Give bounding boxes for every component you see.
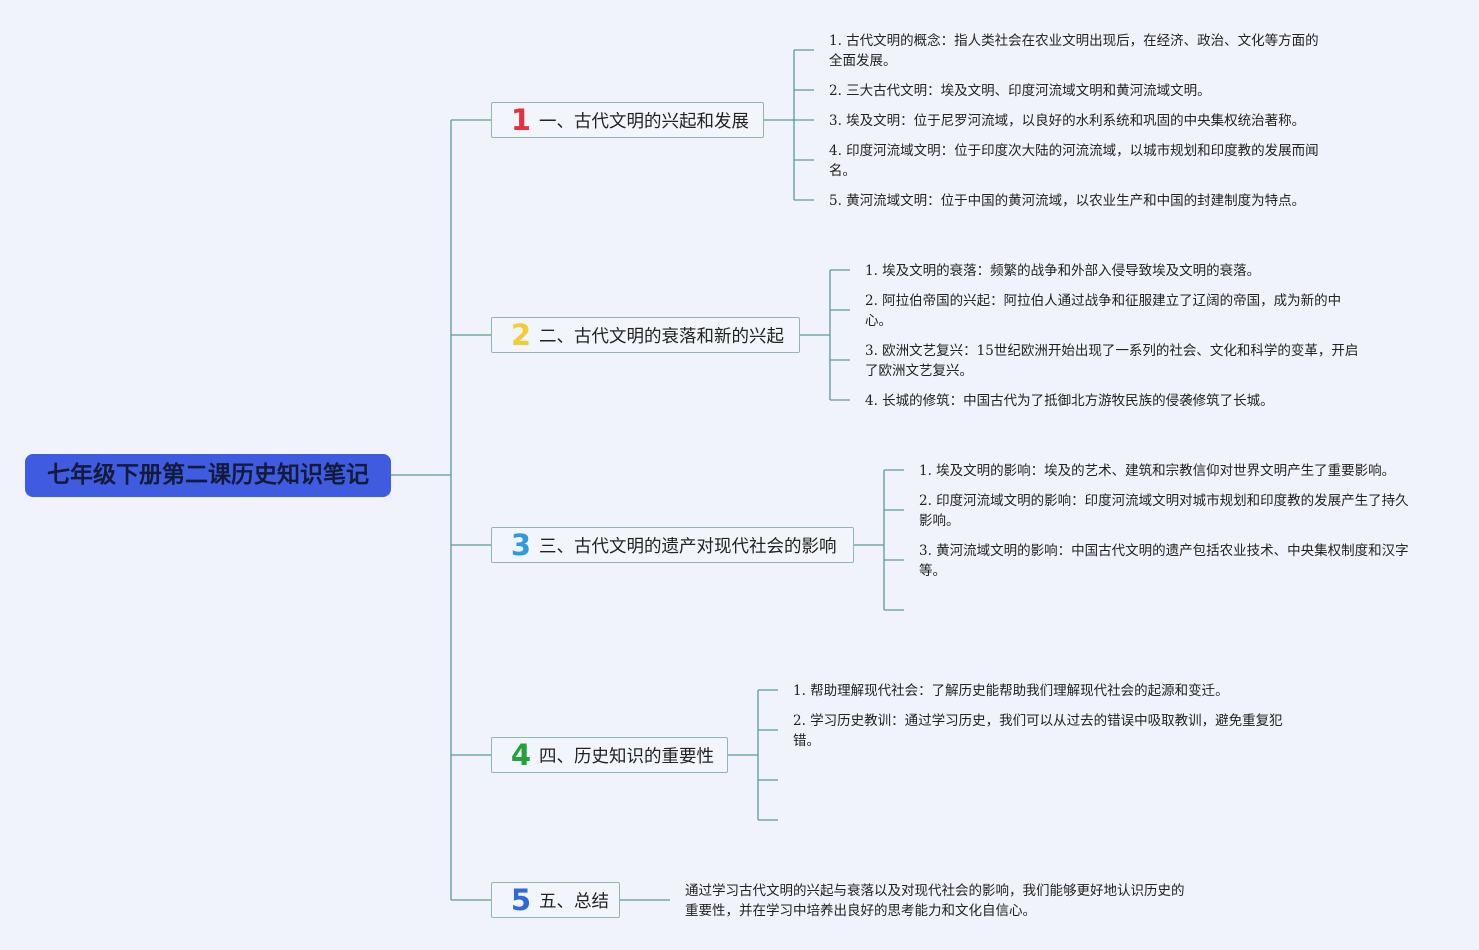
leaf-1-1[interactable]: 1. 古代文明的概念：指人类社会在农业文明出现后，在经济、政治、文化等方面的全面… [829, 33, 1319, 69]
branch-title-5: 五、总结 [539, 891, 609, 912]
branch-title-3: 三、古代文明的遗产对现代社会的影响 [539, 536, 837, 557]
branch-4[interactable]: 4 四、历史知识的重要性 [491, 737, 728, 773]
number-icon-4: 4 [510, 737, 532, 772]
leaf-4-1[interactable]: 1. 帮助理解现代社会：了解历史能帮助我们理解现代社会的起源和变迁。 [793, 683, 1229, 699]
branch-1[interactable]: 1 一、古代文明的兴起和发展 [491, 102, 764, 138]
leaf-2-3[interactable]: 3. 欧洲文艺复兴：15世纪欧洲开始出现了一系列的社会、文化和科学的变革，开启了… [865, 343, 1359, 379]
number-icon-3: 3 [510, 527, 532, 562]
leaf-2-4[interactable]: 4. 长城的修筑：中国古代为了抵御北方游牧民族的侵袭修筑了长城。 [865, 393, 1274, 409]
branch-5[interactable]: 5 五、总结 [491, 882, 620, 918]
leaf-3-2[interactable]: 2. 印度河流域文明的影响：印度河流域文明对城市规划和印度教的发展产生了持久影响… [919, 493, 1409, 529]
branch-3[interactable]: 3 三、古代文明的遗产对现代社会的影响 [491, 527, 854, 563]
leaf-1-5[interactable]: 5. 黄河流域文明：位于中国的黄河流域，以农业生产和中国的封建制度为特点。 [829, 193, 1306, 209]
leaf-4-2[interactable]: 2. 学习历史教训：通过学习历史，我们可以从过去的错误中吸取教训，避免重复犯错。 [793, 713, 1283, 749]
number-icon-5: 5 [510, 882, 532, 917]
leaf-3-1[interactable]: 1. 埃及文明的影响：埃及的艺术、建筑和宗教信仰对世界文明产生了重要影响。 [919, 463, 1396, 479]
leaf-1-4[interactable]: 4. 印度河流域文明：位于印度次大陆的河流流域，以城市规划和印度教的发展而闻名。 [829, 143, 1319, 179]
branch-title-4: 四、历史知识的重要性 [539, 746, 714, 767]
leaf-1-2[interactable]: 2. 三大古代文明：埃及文明、印度河流域文明和黄河流域文明。 [829, 83, 1211, 99]
number-icon-1: 1 [510, 102, 532, 137]
number-icon-2: 2 [510, 317, 532, 352]
root-topic[interactable]: 七年级下册第二课历史知识笔记 [25, 454, 391, 497]
branch-2[interactable]: 2 二、古代文明的衰落和新的兴起 [491, 317, 800, 353]
leaf-5-1[interactable]: 通过学习古代文明的兴起与衰落以及对现代社会的影响，我们能够更好地认识历史的重要性… [685, 883, 1185, 919]
leaf-2-1[interactable]: 1. 埃及文明的衰落：频繁的战争和外部入侵导致埃及文明的衰落。 [865, 263, 1261, 279]
leaf-3-3[interactable]: 3. 黄河流域文明的影响：中国古代文明的遗产包括农业技术、中央集权制度和汉字等。 [919, 543, 1409, 579]
branch-title-1: 一、古代文明的兴起和发展 [539, 111, 749, 132]
leaf-2-2[interactable]: 2. 阿拉伯帝国的兴起：阿拉伯人通过战争和征服建立了辽阔的帝国，成为新的中心。 [865, 293, 1342, 329]
branch-title-2: 二、古代文明的衰落和新的兴起 [539, 326, 784, 347]
leaf-1-3[interactable]: 3. 埃及文明：位于尼罗河流域，以良好的水利系统和巩固的中央集权统治著称。 [829, 113, 1306, 129]
